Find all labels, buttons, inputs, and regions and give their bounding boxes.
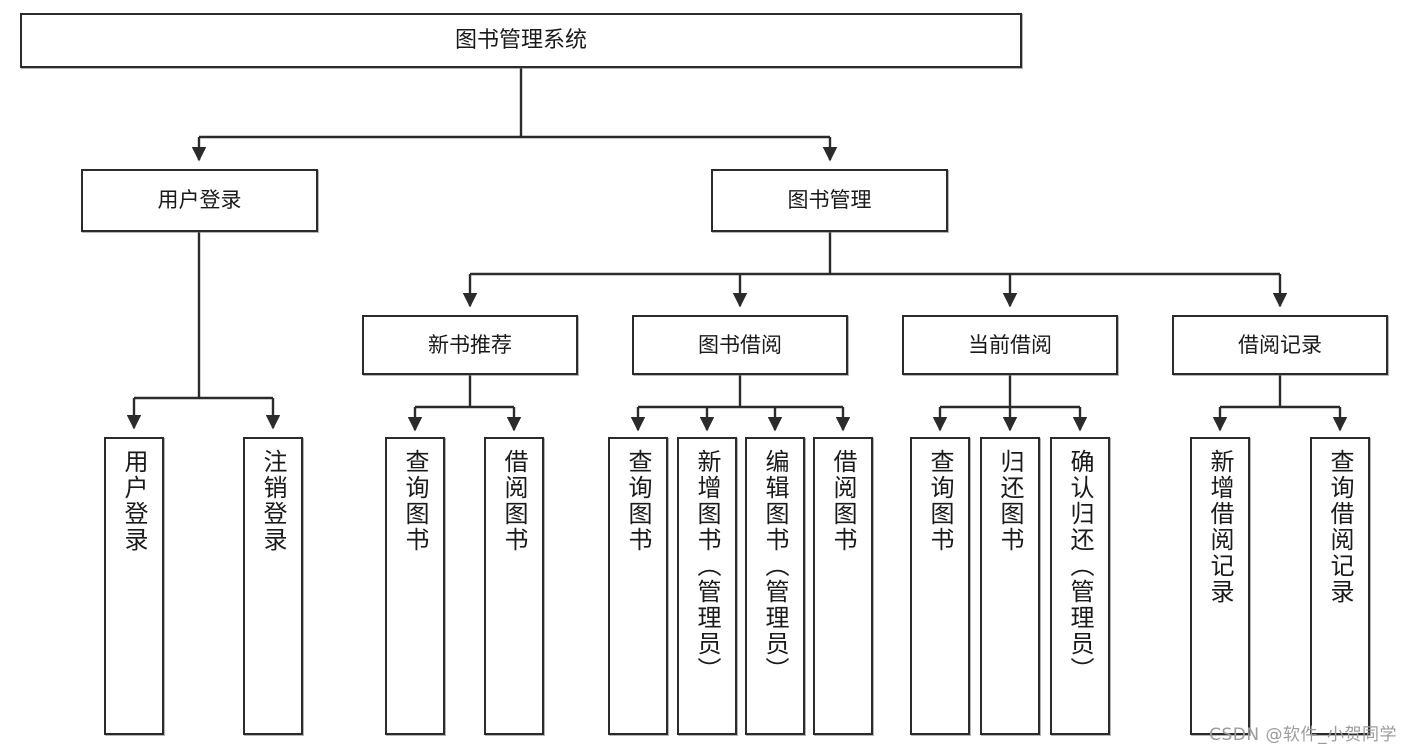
node-label: 查询图书 [624,449,652,553]
node-label: 注销登录 [259,449,287,553]
node-root[interactable]: 图书管理系统 [20,13,1022,68]
node-label: 借阅记录 [1238,332,1322,357]
node-level3-3[interactable]: 当前借阅 [902,315,1118,375]
node-leaf-8[interactable]: 借阅图书 [813,437,873,735]
node-label: 图书借阅 [698,332,782,357]
node-leaf-5[interactable]: 查询图书 [608,437,668,735]
node-level3-1[interactable]: 新书推荐 [362,315,578,375]
node-level3-4[interactable]: 借阅记录 [1172,315,1388,375]
node-label: 当前借阅 [968,332,1052,357]
node-label: 编辑图书（管理员） [761,449,789,683]
node-leaf-7[interactable]: 编辑图书（管理员） [745,437,805,735]
node-label: 查询图书 [401,449,429,553]
node-leaf-6[interactable]: 新增图书（管理员） [677,437,737,735]
node-label: 借阅图书 [500,449,528,553]
node-label: 新书推荐 [428,332,512,357]
node-level3-2[interactable]: 图书借阅 [632,315,848,375]
node-level2-2[interactable]: 图书管理 [711,169,948,232]
node-label: 归还图书 [996,449,1024,553]
node-leaf-1[interactable]: 用户登录 [104,437,164,735]
node-label: 查询借阅记录 [1326,449,1354,605]
node-label: 图书管理 [787,188,872,213]
node-label: 新增借阅记录 [1206,449,1234,605]
watermark-text: CSDN @软件_小贺同学 [1209,725,1397,745]
node-leaf-2[interactable]: 注销登录 [243,437,303,735]
node-label: 图书管理系统 [454,27,587,53]
node-label: 用户登录 [157,188,242,213]
node-leaf-3[interactable]: 查询图书 [385,437,445,735]
node-leaf-9[interactable]: 查询图书 [910,437,970,735]
node-leaf-4[interactable]: 借阅图书 [484,437,544,735]
node-label: 用户登录 [120,449,148,553]
node-label: 新增图书（管理员） [693,449,721,683]
node-level2-1[interactable]: 用户登录 [81,169,318,232]
node-leaf-10[interactable]: 归还图书 [980,437,1040,735]
node-label: 确认归还（管理员） [1066,449,1094,683]
node-leaf-13[interactable]: 查询借阅记录 [1310,437,1370,735]
node-leaf-12[interactable]: 新增借阅记录 [1190,437,1250,735]
node-label: 借阅图书 [829,449,857,553]
node-label: 查询图书 [926,449,954,553]
node-leaf-11[interactable]: 确认归还（管理员） [1050,437,1110,735]
